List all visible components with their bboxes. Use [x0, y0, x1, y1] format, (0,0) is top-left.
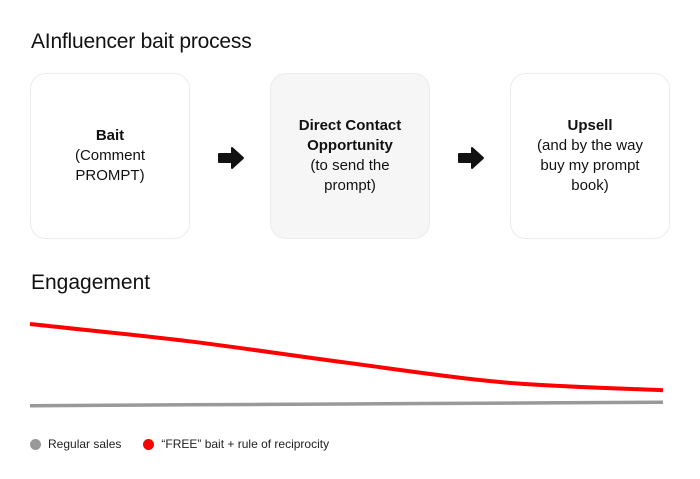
arrow-right-icon — [218, 147, 244, 169]
engagement-chart — [29, 322, 664, 408]
arrow-right-icon — [458, 147, 484, 169]
step-card-direct-contact: Direct Contact Opportunity (to send the … — [270, 73, 430, 239]
legend-swatch — [143, 438, 155, 450]
step-heading: Bait — [95, 127, 125, 144]
step-description: (and by the way buy my prompt book) — [537, 137, 643, 194]
step-card-upsell: Upsell (and by the way buy my prompt boo… — [510, 73, 670, 239]
step-description: (Comment PROMPT) — [74, 147, 145, 184]
step-heading: Direct Contact Opportunity — [298, 117, 402, 154]
step-heading: Upsell — [567, 117, 613, 134]
legend-item-regular-sales: Regular sales — [30, 437, 121, 451]
chart-legend: Regular sales “FREE” bait + rule of reci… — [30, 437, 351, 451]
page-title: AInfluencer bait process — [31, 30, 252, 53]
step-description: (to send the prompt) — [310, 157, 390, 194]
legend-swatch — [30, 438, 41, 450]
legend-item-free-bait: “FREE” bait + rule of reciprocity — [143, 437, 329, 451]
series-line-free-bait — [29, 322, 664, 393]
step-card-bait: Bait (Comment PROMPT) — [30, 73, 190, 239]
chart-title: Engagement — [31, 271, 151, 294]
legend-label: Regular sales — [48, 437, 122, 451]
series-line-regular-sales — [29, 400, 664, 408]
legend-label: “FREE” bait + rule of reciprocity — [161, 437, 330, 451]
